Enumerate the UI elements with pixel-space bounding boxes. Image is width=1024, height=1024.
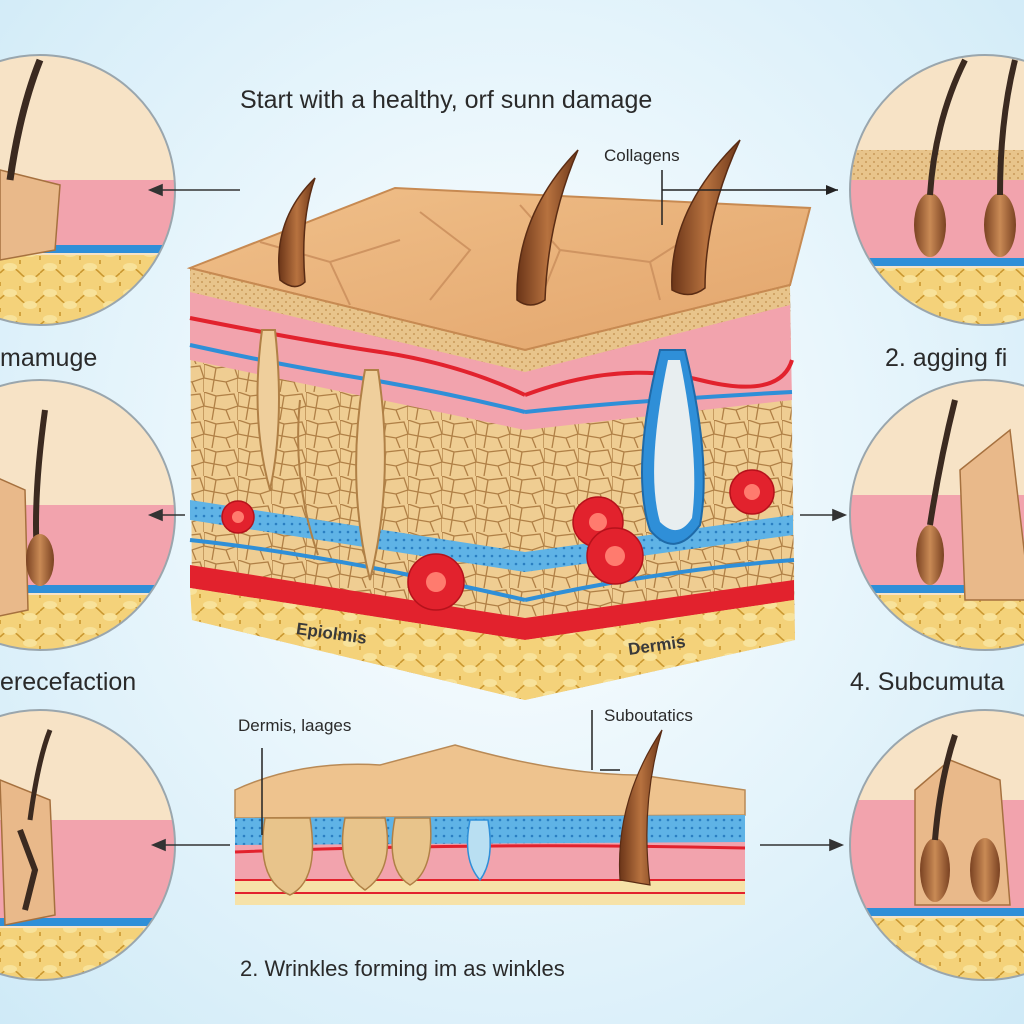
circle-left-2 bbox=[0, 379, 176, 651]
dermis-lower-label: Dermis, laages bbox=[238, 716, 352, 735]
lower-skin-section bbox=[234, 710, 746, 905]
left-label-3: erecefaction bbox=[0, 668, 137, 696]
circle-right-3 bbox=[849, 709, 1024, 981]
right-label-4: 4. Subcumuta bbox=[850, 668, 1005, 696]
bottom-caption: 2. Wrinkles forming im as winkles bbox=[240, 956, 565, 981]
circle-right-2 bbox=[849, 379, 1024, 651]
central-skin-block bbox=[186, 139, 838, 700]
pointer-arrows bbox=[147, 183, 848, 852]
block-right-face bbox=[524, 285, 795, 700]
right-label-2: 2. agging fi bbox=[885, 344, 1008, 372]
circle-left-3 bbox=[0, 709, 176, 981]
top-title: Start with a healthy, orf sunn damage bbox=[240, 86, 653, 114]
subcutaneous-label: Suboutatics bbox=[604, 706, 693, 725]
collagens-label: Collagens bbox=[604, 146, 680, 165]
left-label-1: mamuge bbox=[0, 344, 98, 372]
circle-right-1 bbox=[849, 54, 1024, 326]
